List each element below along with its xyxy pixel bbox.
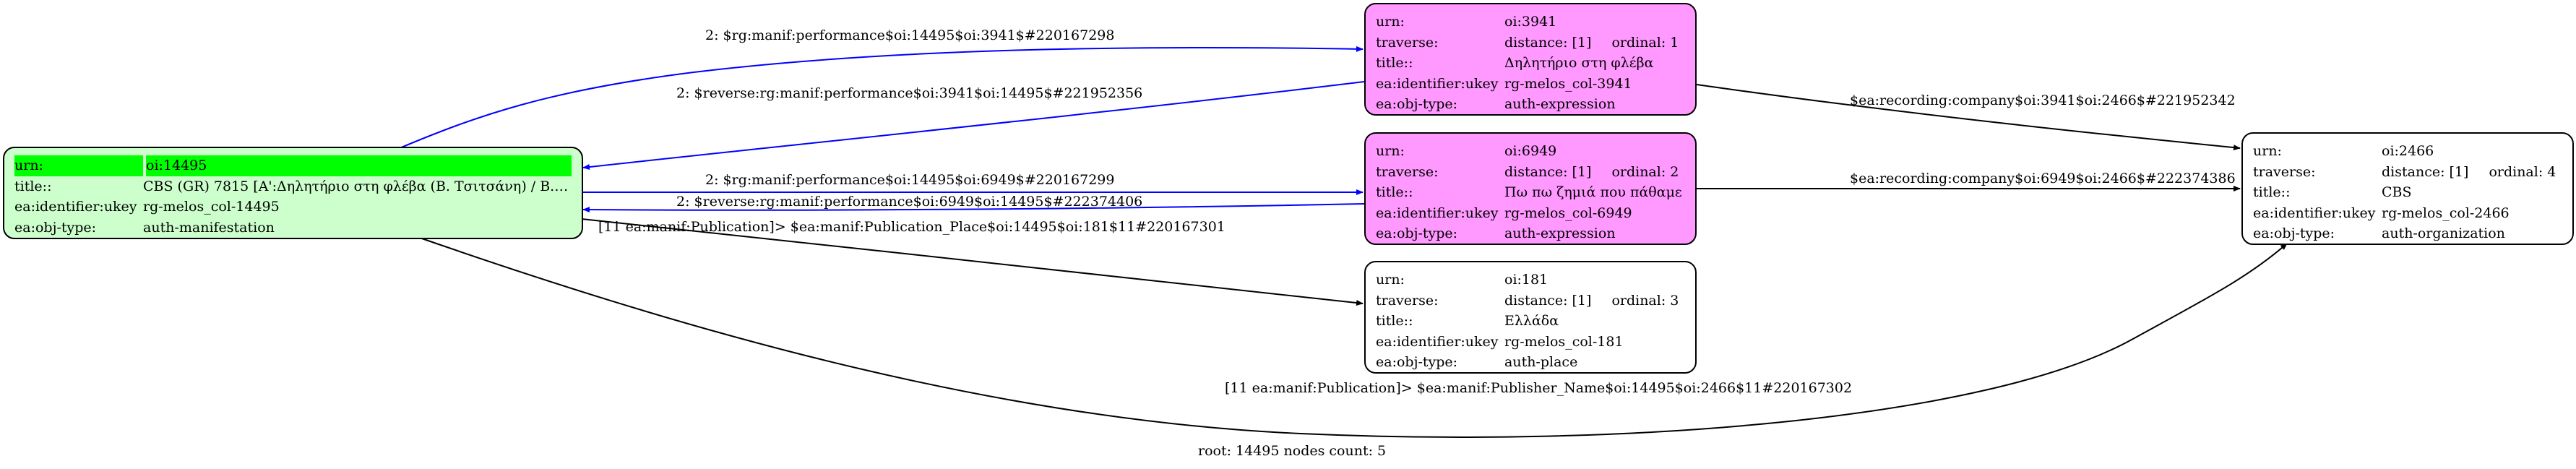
node-181[interactable]: urn: oi:181 traverse: distance: [1] ordi… xyxy=(1364,261,1697,374)
edge-label: [11 ea:manif:Publication]> $ea:manif:Pub… xyxy=(598,219,1225,235)
node-row: urn: oi:3941 xyxy=(1376,12,1685,33)
node-row: title:: CBS xyxy=(2253,182,2562,203)
graph-footer: root: 14495 nodes count: 5 xyxy=(1198,443,1387,459)
edge-publication-place-14495-181 xyxy=(581,218,1364,306)
field-key: title:: xyxy=(1376,55,1413,71)
node-row: urn: oi:181 xyxy=(1376,270,1685,291)
field-value: oi:6949 xyxy=(1504,143,1557,159)
field-value: auth-place xyxy=(1504,354,1578,370)
field-key: title:: xyxy=(2253,184,2291,200)
field-key: traverse: xyxy=(2253,163,2316,180)
node-row: urn: oi:6949 xyxy=(1376,141,1685,162)
edge-label: $ea:recording:company$oi:3941$oi:2466$#2… xyxy=(1850,92,2236,108)
edge-label: $ea:recording:company$oi:6949$oi:2466$#2… xyxy=(1850,171,2236,186)
node-row: title:: CBS (GR) 7815 [A':Δηλητήριο στη … xyxy=(14,176,572,197)
field-value: distance: [1] xyxy=(1504,292,1592,309)
field-key: title:: xyxy=(1376,313,1413,329)
field-value: oi:2466 xyxy=(2382,143,2434,159)
field-key: urn: xyxy=(1376,272,1405,288)
field-value: oi:14495 xyxy=(146,155,572,176)
field-value: auth-expression xyxy=(1504,96,1616,112)
field-key: traverse: xyxy=(1376,292,1439,309)
field-key: title:: xyxy=(14,178,52,194)
field-value: auth-manifestation xyxy=(143,219,275,236)
edge-reverse-3941-14495 xyxy=(582,81,1365,170)
field-key: traverse: xyxy=(1376,34,1439,51)
field-key: ea:identifier:ukey xyxy=(2253,205,2376,221)
field-value: rg-melos_col-14495 xyxy=(143,199,280,215)
field-key: ea:identifier:ukey xyxy=(1376,75,1499,92)
field-key: ea:obj-type: xyxy=(1376,354,1458,370)
field-value: distance: [1] xyxy=(2382,163,2469,180)
edge-label: 2: $reverse:rg:manif:performance$oi:6949… xyxy=(676,194,1143,210)
node-row: urn: oi:14495 xyxy=(14,155,572,176)
field-key: ea:identifier:ukey xyxy=(1376,333,1499,350)
field-key: ea:obj-type: xyxy=(1376,225,1458,241)
node-row: traverse: distance: [1] ordinal: 2 xyxy=(1376,162,1685,183)
edge-company-3941-2466 xyxy=(1696,84,2241,151)
node-row: traverse: distance: [1] ordinal: 4 xyxy=(2253,162,2562,183)
node-row: ea:identifier:ukey rg-melos_col-2466 xyxy=(2253,203,2562,224)
field-value: rg-melos_col-181 xyxy=(1504,333,1624,350)
node-row: traverse: distance: [1] ordinal: 1 xyxy=(1376,33,1685,53)
node-row: title:: Πω πω ζημιά που πάθαμε xyxy=(1376,182,1685,203)
field-value: auth-organization xyxy=(2382,225,2505,241)
node-row: ea:obj-type: auth-place xyxy=(1376,352,1685,373)
field-key: ea:identifier:ukey xyxy=(1376,205,1499,221)
field-key: urn: xyxy=(2253,143,2282,159)
edge-label: [11 ea:manif:Publication]> $ea:manif:Pub… xyxy=(1225,380,1853,396)
edge-label: 2: $reverse:rg:manif:performance$oi:3941… xyxy=(676,85,1143,101)
field-value: Δηλητήριο στη φλέβα xyxy=(1504,55,1654,71)
edge-performance-14495-3941 xyxy=(399,46,1364,149)
field-value: CBS (GR) 7815 [A':Δηλητήριο στη φλέβα (Β… xyxy=(143,178,572,194)
node-row: ea:obj-type: auth-expression xyxy=(1376,94,1685,115)
field-key: ea:obj-type: xyxy=(1376,96,1458,112)
node-row: urn: oi:2466 xyxy=(2253,141,2562,162)
node-row: ea:identifier:ukey rg-melos_col-181 xyxy=(1376,332,1685,353)
ordinal-value: ordinal: 4 xyxy=(2489,163,2556,180)
ordinal-value: ordinal: 2 xyxy=(1611,163,1679,180)
node-row: traverse: distance: [1] ordinal: 3 xyxy=(1376,291,1685,311)
ordinal-value: ordinal: 3 xyxy=(1611,292,1679,309)
field-key: ea:identifier:ukey xyxy=(14,199,137,215)
field-value: rg-melos_col-6949 xyxy=(1504,205,1632,221)
node-row: ea:obj-type: auth-manifestation xyxy=(14,218,572,238)
field-key: traverse: xyxy=(1376,163,1439,180)
field-value: oi:3941 xyxy=(1504,14,1557,30)
edge-publisher-14495-2466 xyxy=(417,236,2288,438)
field-key: title:: xyxy=(1376,184,1413,200)
field-value: auth-expression xyxy=(1504,225,1616,241)
field-value: oi:181 xyxy=(1504,272,1548,288)
edge-label: 2: $rg:manif:performance$oi:14495$oi:694… xyxy=(705,172,1115,188)
field-value: Πω πω ζημιά που πάθαμε xyxy=(1504,184,1682,200)
field-value: rg-melos_col-3941 xyxy=(1504,75,1632,92)
node-row: ea:identifier:ukey rg-melos_col-3941 xyxy=(1376,74,1685,95)
node-14495[interactable]: urn: oi:14495 title:: CBS (GR) 7815 [A':… xyxy=(3,147,583,239)
node-3941[interactable]: urn: oi:3941 traverse: distance: [1] ord… xyxy=(1364,3,1697,116)
field-value: rg-melos_col-2466 xyxy=(2382,205,2510,221)
field-key: urn: xyxy=(1376,14,1405,30)
node-6949[interactable]: urn: oi:6949 traverse: distance: [1] ord… xyxy=(1364,132,1697,245)
node-row: ea:obj-type: auth-organization xyxy=(2253,223,2562,244)
field-key: urn: xyxy=(14,155,143,176)
ordinal-value: ordinal: 1 xyxy=(1611,34,1679,51)
node-row: ea:obj-type: auth-expression xyxy=(1376,223,1685,244)
field-value: distance: [1] xyxy=(1504,34,1592,51)
node-row: ea:identifier:ukey rg-melos_col-14495 xyxy=(14,197,572,218)
field-value: distance: [1] xyxy=(1504,163,1592,180)
field-value: Ελλάδα xyxy=(1504,313,1559,329)
node-2466[interactable]: urn: oi:2466 traverse: distance: [1] ord… xyxy=(2241,132,2574,245)
node-row: title:: Δηλητήριο στη φλέβα xyxy=(1376,53,1685,74)
field-key: ea:obj-type: xyxy=(14,219,97,236)
edge-label: 2: $rg:manif:performance$oi:14495$oi:394… xyxy=(705,27,1115,43)
edge-reverse-6949-14495 xyxy=(582,203,1365,213)
node-row: title:: Ελλάδα xyxy=(1376,311,1685,332)
node-row: ea:identifier:ukey rg-melos_col-6949 xyxy=(1376,203,1685,224)
field-key: urn: xyxy=(1376,143,1405,159)
field-value: CBS xyxy=(2382,184,2412,200)
field-key: ea:obj-type: xyxy=(2253,225,2335,241)
